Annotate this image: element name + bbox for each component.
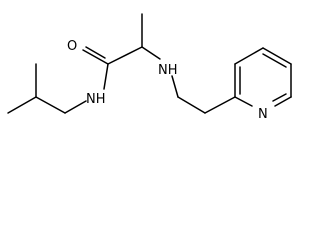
ring-nitrogen-label: N: [258, 107, 268, 122]
bond-carbonyl-c-alpha-c: [107, 46, 143, 65]
chemical-structure-diagram: O NH NH N: [7, 13, 292, 122]
bond-carbonyl-double-outer: [82, 49, 109, 65]
bond-ring-c4-c5-inner: [262, 53, 287, 68]
bond-ring-n-c2: [234, 96, 253, 107]
carbonyl-oxygen-label: O: [67, 39, 77, 54]
bond-ch2-amide-n: [64, 100, 87, 114]
bond-ch2-ring-c2: [204, 96, 236, 114]
bond-ring-c3-c4: [234, 47, 264, 65]
bond-ring-c4-c5: [262, 47, 292, 65]
bond-carbonyl-double-inner: [85, 46, 106, 59]
bond-ring-c6-n-inner: [272, 93, 287, 102]
amide-nh-label: NH: [86, 92, 106, 107]
bond-amide-n-carbonyl-c: [103, 63, 109, 90]
bond-isobutyl-ch-ch2: [35, 96, 66, 114]
bond-isobutyl-methyl-lower: [7, 96, 37, 114]
bond-ch2-ch2: [177, 96, 206, 114]
bond-ring-c6-n: [274, 96, 292, 107]
bond-amine-n-ch2: [171, 75, 179, 98]
amine-nh-label: NH: [158, 63, 178, 78]
bond-alpha-c-amine-n: [141, 46, 161, 60]
